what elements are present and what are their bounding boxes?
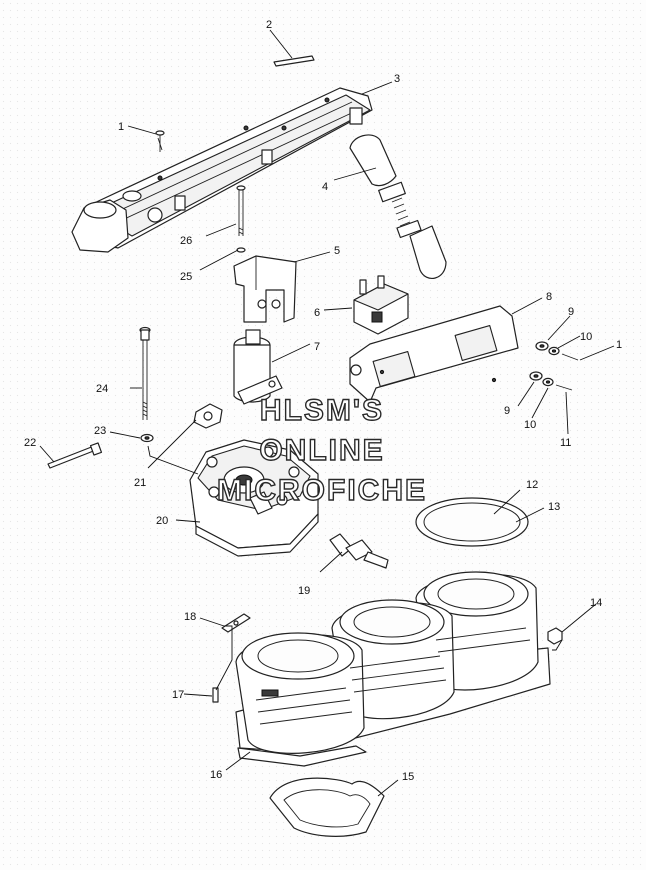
part-washers-upper	[535, 341, 579, 361]
callout-8: 8	[546, 291, 552, 303]
part-intake-boot	[349, 134, 447, 279]
callout-16: 16	[210, 769, 222, 781]
part-rail-gasket	[273, 55, 315, 67]
callout-7: 7	[314, 341, 320, 353]
part-base-gasket-15	[269, 777, 385, 837]
part-spark-plug-19	[329, 533, 389, 569]
part-pin-17	[212, 687, 219, 703]
part-screw-top	[155, 130, 165, 152]
part-solenoid-6	[353, 275, 409, 335]
leader-lines	[39, 29, 615, 797]
callout-19: 19	[298, 585, 310, 597]
watermark-line-1: HLSM'S	[260, 394, 384, 427]
watermark-line-2: ONLINE	[259, 434, 384, 467]
part-o-rings	[415, 497, 529, 547]
watermark: HLSM'S ONLINE MICROFICHE	[216, 393, 427, 507]
callout-26: 26	[180, 235, 192, 247]
callout-13: 13	[548, 501, 560, 513]
callout-23: 23	[94, 425, 106, 437]
part-gasket-21	[193, 403, 223, 429]
callout-1-right: 1	[616, 339, 622, 351]
part-clip-18	[221, 613, 251, 633]
part-bracket-5	[233, 255, 297, 323]
callout-14: 14	[590, 597, 602, 609]
callout-22: 22	[24, 437, 36, 449]
callout-20: 20	[156, 515, 168, 527]
callout-10-lower: 10	[524, 419, 536, 431]
part-cylinder-block-16	[235, 571, 551, 767]
callout-25: 25	[180, 271, 192, 283]
callout-5: 5	[334, 245, 340, 257]
part-cylinder-head-20	[189, 439, 319, 557]
part-bolt-24	[139, 326, 151, 420]
callout-17: 17	[172, 689, 184, 701]
callout-2: 2	[266, 19, 272, 31]
watermark-line-3: MICROFICHE	[217, 474, 427, 507]
part-mount-plate-8	[349, 305, 519, 403]
callout-18: 18	[184, 611, 196, 623]
part-stud-26	[236, 185, 246, 236]
callout-10-upper: 10	[580, 331, 592, 343]
callout-21: 21	[134, 477, 146, 489]
part-fuel-rail	[71, 87, 373, 253]
callout-4: 4	[322, 181, 328, 193]
callout-15: 15	[402, 771, 414, 783]
callout-6: 6	[314, 307, 320, 319]
callout-12: 12	[526, 479, 538, 491]
callout-24: 24	[96, 383, 108, 395]
callout-3: 3	[394, 73, 400, 85]
part-washer-23	[140, 433, 154, 443]
callout-9-lower: 9	[504, 405, 510, 417]
part-washer-25	[236, 247, 246, 253]
part-washers-lower	[529, 371, 573, 391]
part-pin-22	[47, 442, 103, 469]
part-oil-pump-7	[233, 329, 283, 405]
callout-9-upper: 9	[568, 306, 574, 318]
part-nut-14	[547, 627, 563, 645]
callout-labels: 1 2 3 4 5 6 7 8 9 10 1 9 10 11 12 13 14 …	[24, 19, 622, 783]
callout-11: 11	[560, 437, 571, 449]
callout-1-top: 1	[118, 121, 124, 133]
